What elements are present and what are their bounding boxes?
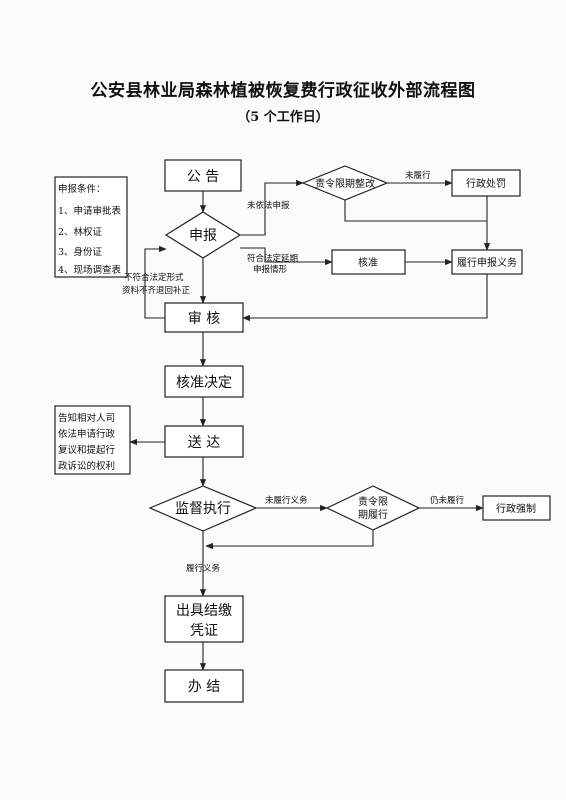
node-receipt-label-1: 出具结缴 (176, 603, 232, 619)
edge-review-return-to-apply (144, 245, 167, 319)
edge-label-incomplete-1: 不符合法定形式 (124, 272, 184, 283)
node-deliver-label: 送 达 (188, 435, 220, 451)
node-enforce (482, 495, 551, 521)
notice-line: 政诉讼的权利 (58, 460, 115, 472)
page-subtitle: （5 个工作日） (237, 110, 329, 125)
node-penalty-label: 行政处罚 (466, 177, 506, 190)
node-check-approve (331, 249, 406, 275)
node-supervise-label: 监督执行 (175, 501, 231, 517)
node-penalty (451, 169, 521, 197)
conditions-header: 申报条件： (58, 183, 106, 195)
node-apply-label: 申报 (189, 228, 217, 244)
notice-line: 告知相对人司 (58, 412, 115, 424)
edge-order-fulfill-return (205, 530, 374, 550)
node-approve-label: 核准决定 (176, 375, 232, 391)
edge-label-still-not-fulfilled: 仍未履行 (430, 495, 465, 506)
node-check-approve-label: 核准 (358, 256, 378, 269)
condition-item: 2、林权证 (58, 226, 103, 238)
node-announce (164, 159, 242, 192)
edge-apply-to-order-fix (240, 179, 304, 236)
edge-label-not-fulfilled-duty: 未履行义务 (265, 495, 308, 506)
edge-order-fix-down (344, 200, 487, 222)
edge-label-not-fulfilled: 未履行 (405, 170, 431, 181)
node-order-fix-label: 责令限期整改 (315, 177, 375, 190)
condition-item: 1、申请审批表 (58, 205, 122, 217)
edge-label-incomplete-2: 资料不齐退回补正 (122, 285, 191, 296)
edge-label-not-declared: 未依法申报 (247, 200, 290, 211)
node-fulfill-declare (451, 249, 523, 275)
node-order-fix (301, 165, 389, 201)
notice-box (54, 405, 131, 475)
conditions-box (54, 176, 128, 278)
node-order-fulfill-label-2: 期履行 (358, 508, 388, 521)
node-order-fulfill (325, 485, 421, 531)
node-receipt (164, 595, 244, 643)
node-fulfill-declare-label: 履行申报义务 (457, 256, 517, 269)
node-done-label: 办 结 (188, 679, 220, 695)
condition-item: 3、身份证 (58, 246, 103, 258)
node-enforce-label: 行政强制 (496, 502, 536, 515)
node-deliver (164, 425, 244, 458)
node-review-label: 审 核 (188, 311, 220, 327)
notice-line: 依法申请行政 (58, 428, 116, 440)
node-receipt-label-2: 凭证 (190, 623, 218, 639)
page-title: 公安县林业局森林植被恢复费行政征收外部流程图 (90, 81, 476, 101)
edge-label-extension-2: 申报情形 (253, 264, 288, 275)
node-supervise (148, 485, 258, 532)
notice-line: 复议和提起行 (58, 444, 116, 456)
node-approve (164, 365, 244, 398)
node-announce-label: 公 告 (187, 169, 219, 185)
edge-label-extension-1: 符合法定延期 (247, 253, 298, 264)
node-review (164, 302, 244, 333)
edge-fulfill-to-review (242, 274, 488, 322)
edge-apply-to-check (240, 247, 333, 266)
node-apply (164, 211, 242, 259)
condition-item: 4、现场调查表 (58, 264, 122, 276)
node-order-fulfill-label-1: 责令限 (358, 495, 388, 508)
node-done (164, 669, 244, 703)
edge-label-fulfilled-duty: 履行义务 (186, 563, 221, 574)
